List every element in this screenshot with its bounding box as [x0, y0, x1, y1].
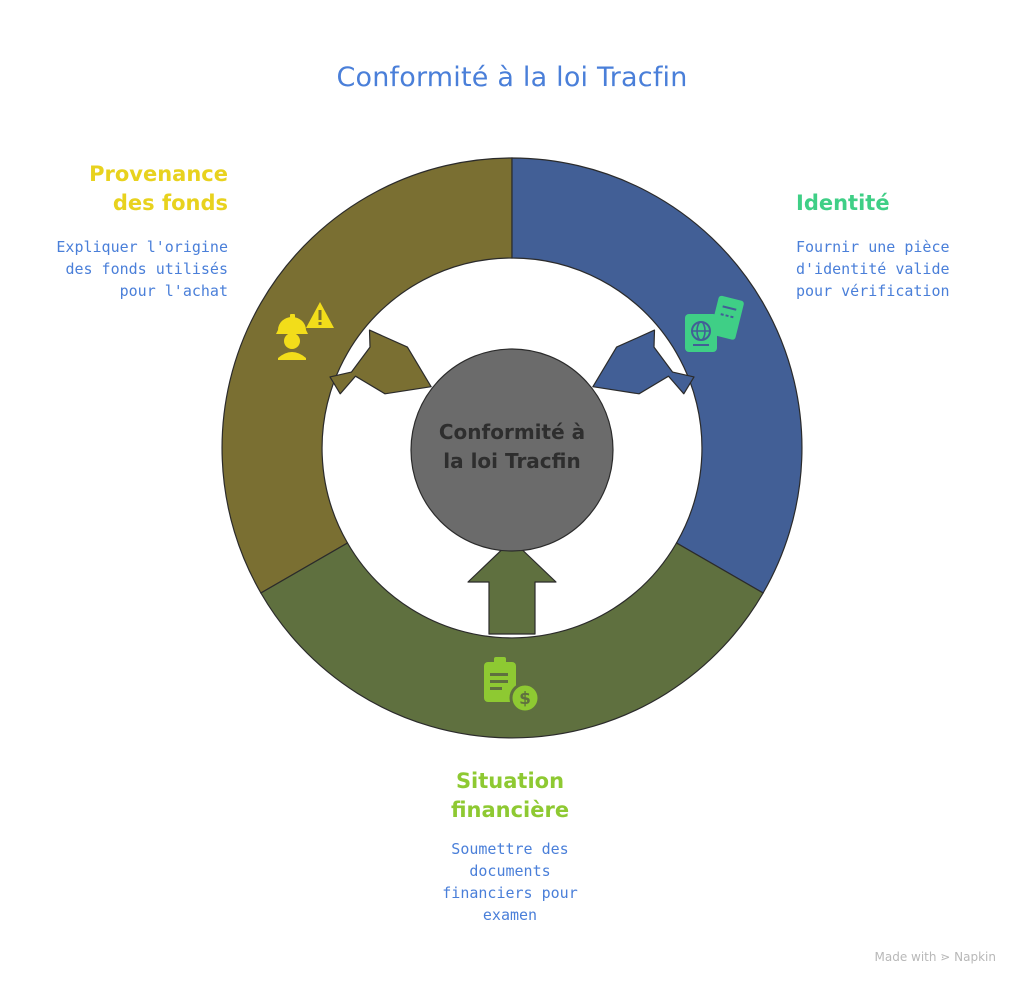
- provenance-description: Expliquer l'origine des fonds utilisés p…: [40, 236, 228, 302]
- svg-text:$: $: [519, 689, 531, 709]
- center-label: Conformité à la loi Tracfin: [407, 418, 617, 476]
- passport-tickets-icon: [685, 295, 744, 352]
- segment-provenance: [221, 157, 513, 594]
- identite-desc-line: Fournir une pièce: [796, 238, 950, 256]
- provenance-title-line1: Provenance: [89, 162, 228, 186]
- identite-title: Identité: [796, 189, 996, 218]
- napkin-watermark: Made with ⋗ Napkin: [874, 950, 997, 964]
- arrow-situation: [467, 539, 557, 635]
- identite-desc-line: pour vérification: [796, 282, 950, 300]
- provenance-desc-line: pour l'achat: [119, 282, 228, 300]
- situation-title: Situation financière: [400, 767, 620, 825]
- financial-document-icon: $: [484, 657, 541, 714]
- center-label-line2: la loi Tracfin: [443, 449, 581, 473]
- situation-title-line2: financière: [450, 798, 570, 822]
- identite-desc-line: d'identité valide: [796, 260, 950, 278]
- situation-description: Soumettre des documents financiers pour …: [400, 838, 620, 926]
- segment-identite: [511, 157, 803, 594]
- segment-situation: [260, 542, 764, 739]
- identite-title-line1: Identité: [796, 191, 890, 215]
- arrow-provenance: [329, 329, 432, 395]
- provenance-title-line2: des fonds: [112, 191, 228, 215]
- situation-desc-line: documents: [469, 862, 551, 880]
- center-circle: [410, 348, 614, 552]
- center-label-line1: Conformité à: [438, 420, 586, 444]
- arrow-identite: [592, 329, 695, 395]
- situation-title-line1: Situation: [455, 769, 565, 793]
- situation-desc-line: financiers pour: [442, 884, 578, 902]
- worker-warning-icon: [276, 302, 334, 360]
- situation-desc-line: Soumettre des: [451, 840, 569, 858]
- diagram-title: Conformité à la loi Tracfin: [336, 62, 688, 93]
- provenance-title: Provenance des fonds: [40, 160, 228, 218]
- situation-desc-line: examen: [482, 906, 538, 924]
- provenance-desc-line: des fonds utilisés: [65, 260, 228, 278]
- identite-description: Fournir une pièce d'identité valide pour…: [796, 236, 996, 302]
- provenance-desc-line: Expliquer l'origine: [56, 238, 228, 256]
